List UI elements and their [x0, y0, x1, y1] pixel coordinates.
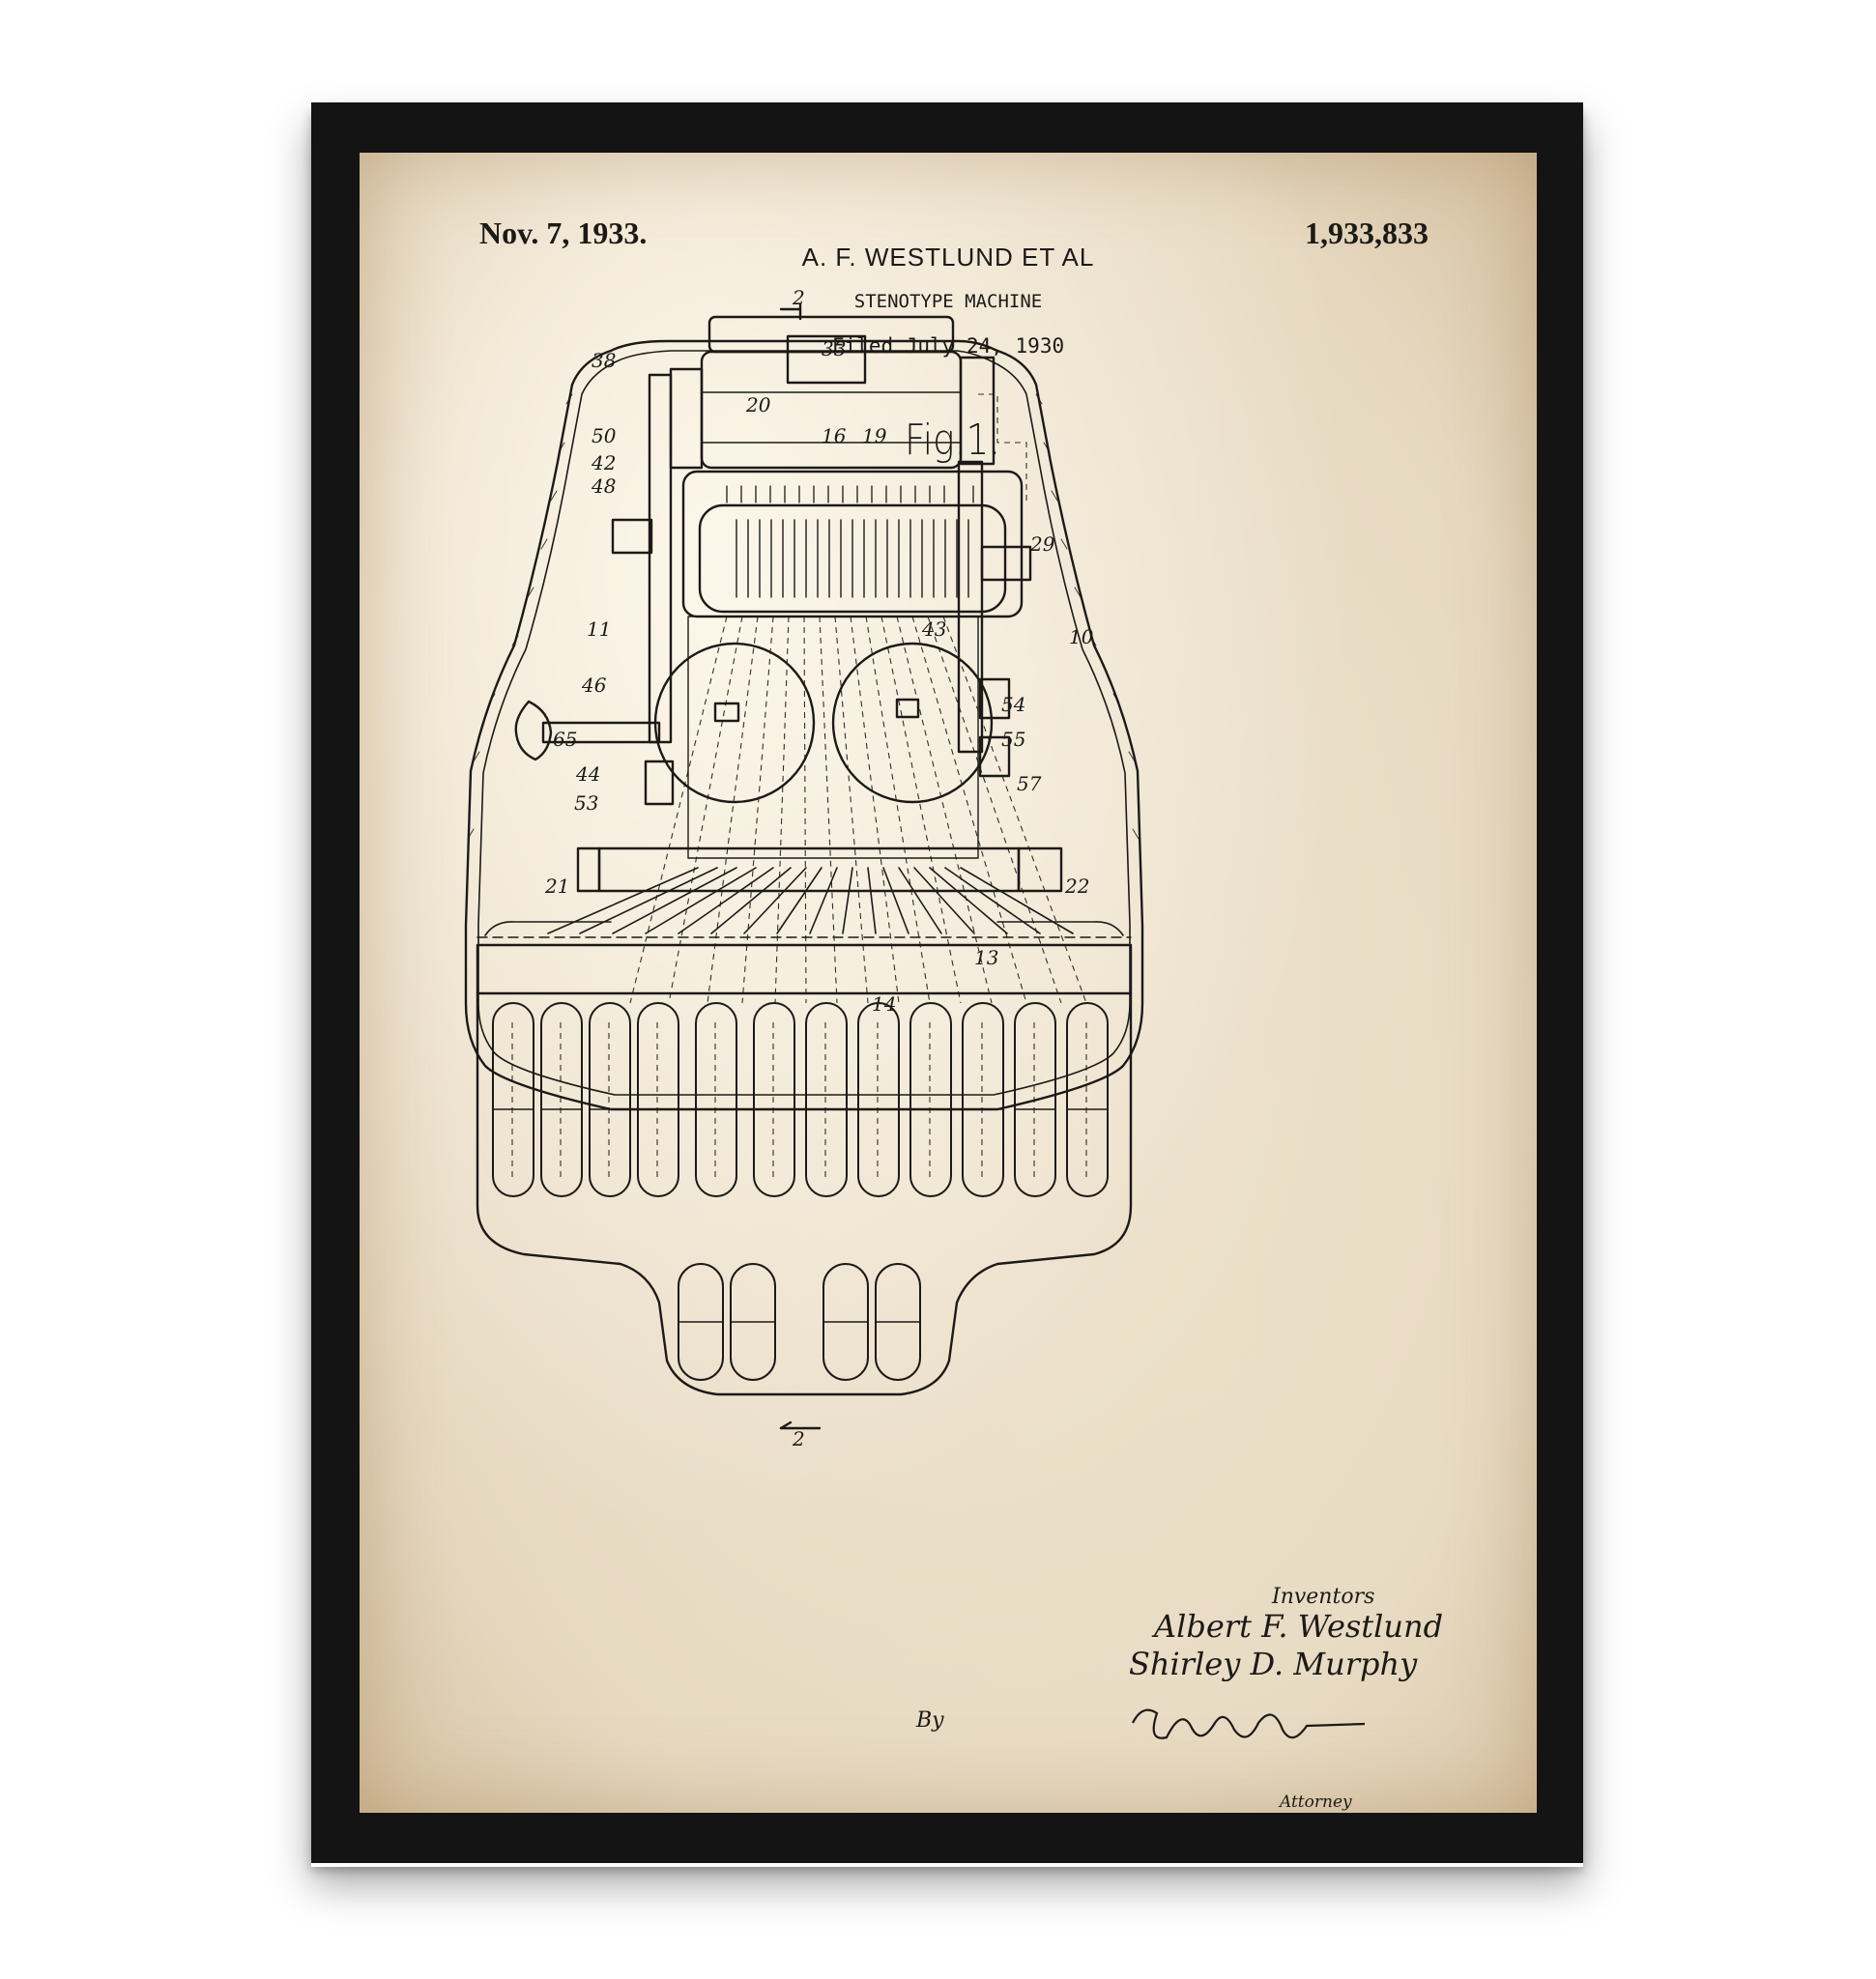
- left-ribbon-spool: [655, 644, 814, 802]
- inventors-label: Inventors: [1272, 1585, 1374, 1609]
- svg-text:55: 55: [1001, 728, 1025, 751]
- svg-text:21: 21: [544, 875, 569, 898]
- svg-text:14: 14: [872, 992, 896, 1016]
- svg-text:57: 57: [1017, 772, 1042, 795]
- right-ribbon-spool: [833, 644, 992, 802]
- key-levers: [485, 868, 1123, 935]
- svg-text:10: 10: [1069, 625, 1094, 648]
- svg-text:54: 54: [1001, 693, 1025, 716]
- stenotype-machine-drawing: 33 38 20 16 19 50 42 48 29 11 43 10 46 5…: [360, 153, 1537, 1813]
- paper-roller: [702, 352, 961, 468]
- svg-text:50: 50: [592, 424, 617, 447]
- svg-text:44: 44: [575, 762, 600, 786]
- svg-text:19: 19: [862, 424, 887, 447]
- svg-text:38: 38: [592, 349, 616, 372]
- svg-text:20: 20: [745, 393, 771, 416]
- lower-keyboard-outline: [477, 993, 1131, 1394]
- svg-text:33: 33: [822, 337, 846, 360]
- svg-text:16: 16: [822, 424, 847, 447]
- by-label: By: [916, 1708, 944, 1733]
- svg-text:2: 2: [792, 1427, 805, 1450]
- attorney-signature: [1133, 1710, 1365, 1738]
- svg-text:13: 13: [974, 946, 998, 969]
- inventor-1-signature: Albert F. Westlund: [1154, 1608, 1443, 1645]
- side-knob: [516, 702, 551, 760]
- svg-text:43: 43: [921, 617, 946, 641]
- center-plate: [688, 617, 978, 858]
- left-side-frame: [649, 375, 671, 742]
- attorney-label: Attorney: [1280, 1793, 1352, 1812]
- patent-print: Nov. 7, 1933. 1,933,833 A. F. WESTLUND E…: [360, 153, 1537, 1813]
- svg-text:48: 48: [591, 474, 616, 498]
- svg-text:11: 11: [587, 617, 611, 641]
- svg-text:53: 53: [574, 791, 598, 815]
- inventor-2-signature: Shirley D. Murphy: [1129, 1646, 1417, 1682]
- upper-key-row: [493, 1003, 1108, 1196]
- svg-text:42: 42: [591, 451, 616, 474]
- key-bar: [477, 945, 1131, 993]
- svg-text:22: 22: [1064, 875, 1089, 898]
- svg-text:29: 29: [1029, 532, 1055, 556]
- svg-text:46: 46: [581, 674, 607, 697]
- svg-text:65: 65: [553, 728, 577, 751]
- svg-text:2: 2: [792, 286, 805, 309]
